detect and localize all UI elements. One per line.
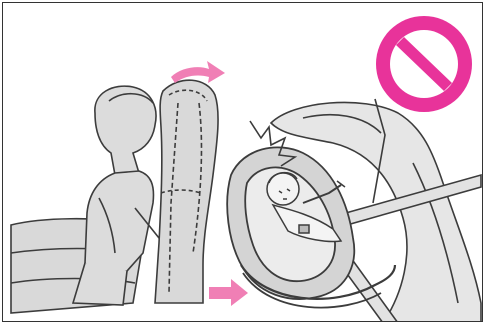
warning-illustration-frame [2,2,483,322]
reclining-backrest [155,80,218,303]
prohibition-icon [376,16,472,112]
motion-arrow-bottom [209,279,248,306]
motion-arrow-top [171,61,225,83]
illustration-canvas [3,3,483,322]
